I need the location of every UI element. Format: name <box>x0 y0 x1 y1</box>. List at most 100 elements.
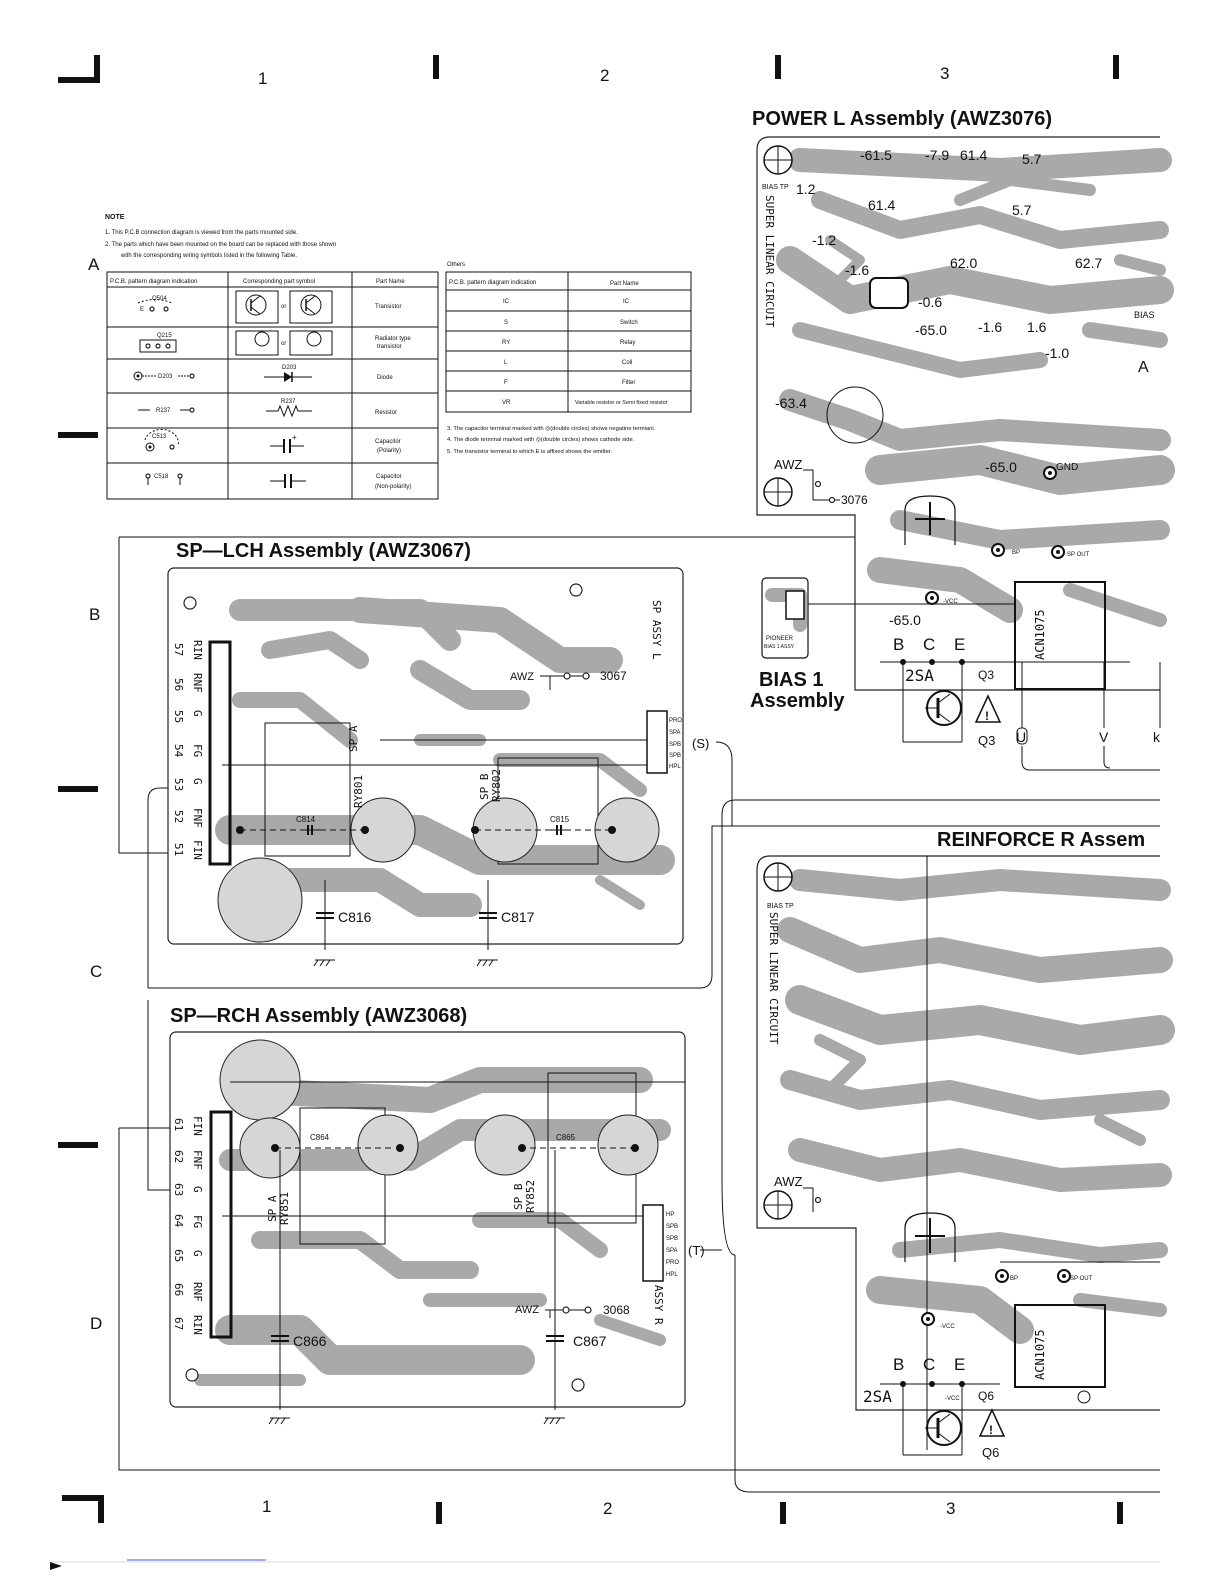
part-2sa: 2SA <box>863 1387 892 1406</box>
grid-column-3-top: 3 <box>940 64 949 83</box>
voltage-label: 61.4 <box>868 197 895 213</box>
voltage-label: 5.7 <box>1022 151 1042 167</box>
pin-number: 63 <box>172 1183 185 1196</box>
power-l-voltages: -61.5 -7.9 61.4 5.7 1.2 61.4 -1.2 5.7 62… <box>775 147 1102 628</box>
voltage-label: -65.0 <box>915 322 947 338</box>
voltage-label: 5.7 <box>1012 202 1032 218</box>
wiring-frames <box>118 536 1160 1493</box>
sp-out-label: SP OUT <box>1067 552 1090 558</box>
pin-number: 62 <box>172 1150 185 1163</box>
voltage-label: -1.2 <box>812 232 836 248</box>
bias-tp-label: BIAS TP <box>767 903 794 910</box>
sp-lch-connector-pins: PRO SPA SPB SPB HPL <box>669 718 682 770</box>
heatsink-mount-icon <box>904 1212 956 1262</box>
pin-label: G <box>191 778 204 785</box>
pattern-e-label: E <box>140 307 144 313</box>
others-cell: S <box>504 320 508 326</box>
connector-pin: SPB <box>666 1224 678 1230</box>
others-cell: Relay <box>620 340 635 346</box>
grid-row-b: B <box>89 605 100 624</box>
table-cell-pattern: Q215 <box>157 333 172 339</box>
part-2sa: 2SA <box>905 666 934 685</box>
others-table: P.C.B. pattern diagram indication Part N… <box>445 271 692 413</box>
grid-column-1-top: 1 <box>258 69 267 88</box>
pin-label: G <box>191 1250 204 1257</box>
awz-label: AWZ <box>510 671 534 683</box>
grid-row-c: C <box>90 962 102 981</box>
cap-label-c867: C867 <box>573 1333 607 1349</box>
voltage-label: -1.6 <box>845 262 869 278</box>
sp-assy-l-label: SP ASSY L <box>650 600 663 660</box>
awz-label: AWZ <box>515 1304 539 1316</box>
sp-rch-copper-traces <box>194 1067 671 1386</box>
screw-hole-icon <box>763 145 793 507</box>
voltage-label: -1.6 <box>978 319 1002 335</box>
diode-symbol-icon <box>264 372 312 382</box>
power-l-assembly: POWER L Assembly (AWZ3076) BIAS TP SUPER… <box>752 108 1175 771</box>
others-cell: Switch <box>620 320 638 326</box>
c817-capacitor-icon <box>476 880 498 967</box>
voltage-label: -63.4 <box>775 395 807 411</box>
table-cell-name-resistor: Resistor <box>375 410 397 416</box>
table-cell-name: Capacitor <box>375 439 401 445</box>
capacitor-symbol-icon <box>270 474 306 488</box>
table-cell-name-line2: transistor <box>377 344 402 350</box>
cap-label-c866: C866 <box>293 1333 327 1349</box>
grid-column-2-bottom: 2 <box>603 1499 612 1518</box>
relay-label-sp-b: SP B <box>478 773 491 800</box>
connector-pin: SPB <box>666 1236 678 1242</box>
others-cell: VR <box>502 400 511 406</box>
pin-label: G <box>191 1186 204 1193</box>
sp-rch-title: SP—RCH Assembly (AWZ3068) <box>170 1005 467 1027</box>
table-header-pattern: P.C.B. pattern diagram indication <box>110 279 197 285</box>
terminal-k: k <box>1153 729 1161 745</box>
voltage-label: -0.6 <box>918 294 942 310</box>
cap-label-c816: C816 <box>338 909 372 925</box>
super-linear-label: SUPER LINEAR CIRCUIT <box>767 912 780 1045</box>
voltage-label: 62.0 <box>950 255 977 271</box>
ic-acn1075-label: ACN1075 <box>1033 1329 1047 1380</box>
pin-label: RIN <box>191 640 204 660</box>
q3-label-lower: Q3 <box>978 733 995 748</box>
others-cell: F <box>504 380 508 386</box>
sp-rch-connector-pins: HP SPB SPB SPA PRO HPL <box>666 1212 679 1278</box>
pin-number: 52 <box>172 810 185 823</box>
footnote-4: 4. The diode terminal marked with ◎(doub… <box>447 437 635 443</box>
cap-label: C865 <box>556 1133 576 1142</box>
pin-label: G <box>191 710 204 717</box>
screw-hole-icon <box>763 862 793 1220</box>
caution-triangle-icon: ! <box>978 1408 1006 1437</box>
relay-label-sp-b: SP B <box>512 1183 525 1210</box>
connector-pin: HP <box>666 1212 674 1218</box>
table-cell-name-line2: (Non-polarity) <box>375 484 411 490</box>
footnote-3: 3. The capacitor terminal marked with ◎(… <box>447 426 656 432</box>
diode-pattern-icon <box>133 371 195 381</box>
others-cell: Coil <box>622 360 632 366</box>
note-heading: NOTE <box>105 214 125 221</box>
test-point-a: A <box>1138 359 1149 376</box>
sp-out-label: SP OUT <box>1070 1276 1093 1282</box>
vcc-label-lower: -VCC <box>945 1396 960 1402</box>
sp-rch-assembly: SP—RCH Assembly (AWZ3068) FIN FNF G FG G… <box>169 1005 705 1425</box>
others-header-pattern: P.C.B. pattern diagram indication <box>449 280 536 286</box>
voltage-label: -7.9 <box>925 147 949 163</box>
pin-b: B <box>893 635 904 654</box>
pin-label: FNF <box>191 1150 204 1170</box>
connector-pin: SPB <box>669 742 681 748</box>
others-cell: Filter <box>622 380 635 386</box>
super-linear-label: SUPER LINEAR CIRCUIT <box>763 195 776 328</box>
voltage-label: -65.0 <box>889 612 921 628</box>
table-cell-symbol-or: or <box>281 304 286 310</box>
table-cell-pattern: Q504 <box>152 296 167 302</box>
grid-column-1-bottom: 1 <box>262 1497 271 1516</box>
table-cell-pattern: C513 <box>152 434 167 440</box>
connector-tag-s: (S) <box>692 736 709 751</box>
cap-label-c817: C817 <box>501 909 535 925</box>
bias1-title-line2: Assembly <box>750 690 845 712</box>
connector-pin: SPA <box>666 1248 678 1254</box>
c866-capacitor-icon <box>268 1150 290 1425</box>
relay-label-ry802: RY802 <box>490 769 503 802</box>
table-cell-name: Capacitor <box>376 474 402 480</box>
connector-pin: HPL <box>669 764 681 770</box>
cap-label: C814 <box>296 815 316 824</box>
